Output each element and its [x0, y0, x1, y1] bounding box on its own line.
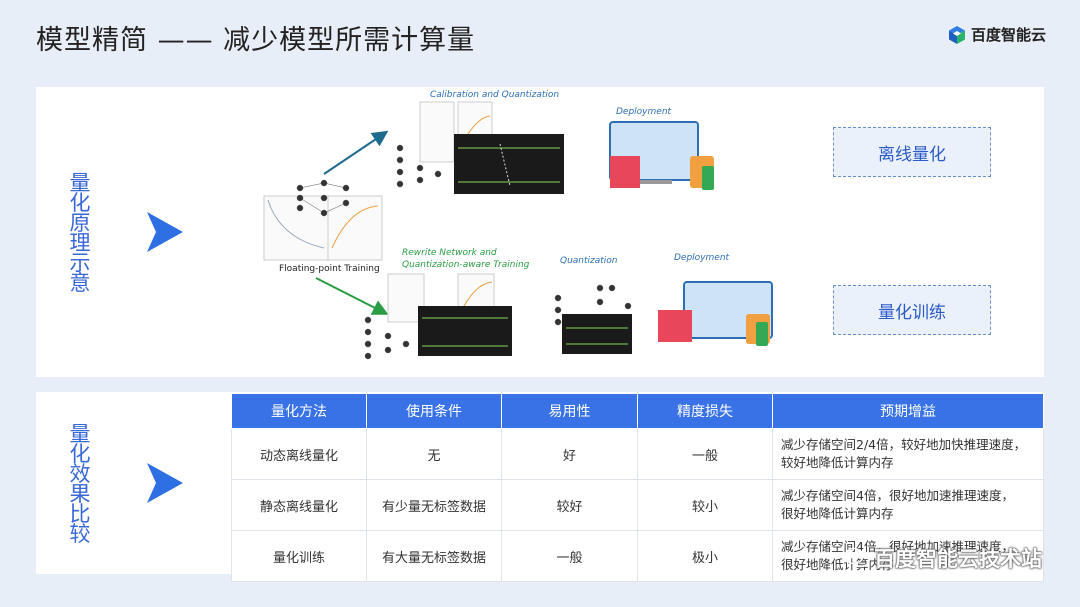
table-cell: 减少存储空间4倍，很好地加速推理速度， 很好地降低计算内存	[772, 479, 1044, 531]
caption-rewrite-2: Quantization-aware Training	[402, 260, 530, 270]
brand-logo: 百度智能云	[947, 24, 1046, 45]
caption-deployment: Deployment	[616, 107, 672, 117]
offline-quantization-box: 离线量化	[833, 127, 991, 177]
label-char: 理	[69, 231, 91, 255]
caption-floating: Floating-point Training	[279, 264, 380, 274]
table-cell: 较好	[501, 479, 638, 531]
table-cell: 减少存储空间2/4倍，较好地加快推理速度， 较好地降低计算内存	[772, 428, 1044, 480]
label-char: 原	[69, 211, 91, 235]
watermark-text: 百度智能云技术站	[874, 547, 1042, 571]
label-char: 较	[69, 522, 91, 546]
chevron-right-icon	[147, 212, 183, 252]
table-cell: 极小	[637, 530, 773, 582]
qat-panel	[418, 306, 512, 356]
table-header: 使用条件	[366, 393, 502, 429]
table-cell: 减少存储空间4倍，很好地加速推理速度， 很好地降低计算内存	[772, 530, 1044, 582]
table-row: 量化训练 有大量无标签数据 一般 极小 减少存储空间4倍，很好地加速推理速度， 很…	[231, 530, 1044, 582]
gain-line: 较好地降低计算内存	[781, 455, 894, 470]
gain-line: 减少存储空间4倍，很好地加速推理速度，	[781, 539, 1014, 554]
table-cell: 一般	[501, 530, 638, 582]
table-header: 量化方法	[231, 393, 367, 429]
table-cell: 有少量无标签数据	[366, 479, 502, 531]
label-char: 量	[69, 422, 91, 446]
table-row: 静态离线量化 有少量无标签数据 较好 较小 减少存储空间4倍，很好地加速推理速度…	[231, 479, 1044, 531]
calibration-panel	[454, 134, 564, 194]
wechat-icon	[844, 547, 870, 568]
table-cell: 动态离线量化	[231, 428, 367, 480]
neural-network-icon	[296, 179, 350, 217]
training-plot	[263, 195, 329, 261]
table-cell: 有大量无标签数据	[366, 530, 502, 582]
table-header-row: 量化方法 使用条件 易用性 精度损失 预期增益	[231, 393, 1044, 429]
gain-line: 减少存储空间2/4倍，较好地加快推理速度，	[781, 437, 1027, 452]
table-header: 易用性	[501, 393, 638, 429]
caption-rewrite-1: Rewrite Network and	[402, 248, 497, 258]
table-cell: 静态离线量化	[231, 479, 367, 531]
gain-line: 很好地降低计算内存	[781, 557, 894, 572]
cube-logo-icon	[948, 25, 965, 44]
label-char: 效	[69, 462, 91, 486]
quantization-panel	[562, 314, 632, 354]
label-char: 比	[69, 502, 91, 526]
table-cell: 无	[366, 428, 502, 480]
label-char: 果	[69, 482, 91, 506]
quantization-training-box: 量化训练	[833, 285, 991, 335]
page-title: 模型精简 —— 减少模型所需计算量	[36, 25, 476, 56]
table-header: 预期增益	[772, 393, 1044, 429]
label-char: 量	[69, 171, 91, 195]
watermark: 百度智能云技术站	[844, 543, 1042, 573]
label-char: 意	[69, 271, 91, 295]
quantization-flow-diagram	[263, 101, 773, 360]
chevron-right-icon	[147, 463, 183, 503]
label-char: 化	[69, 442, 91, 466]
label-char: 示	[69, 251, 91, 275]
principle-label: 量 化 原 理 示 意	[66, 171, 94, 295]
caption-quantization: Quantization	[560, 256, 618, 266]
gain-line: 减少存储空间4倍，很好地加速推理速度，	[781, 488, 1014, 503]
gain-line: 很好地降低计算内存	[781, 506, 894, 521]
comparison-label: 量 化 效 果 比 较	[66, 422, 94, 546]
label-char: 化	[69, 191, 91, 215]
caption-calibration: Calibration and Quantization	[430, 90, 560, 100]
accuracy-plot	[327, 195, 383, 261]
table-header: 精度损失	[637, 393, 773, 429]
table-cell: 较小	[637, 479, 773, 531]
caption-deployment: Deployment	[674, 253, 730, 263]
table-row: 动态离线量化 无 好 一般 减少存储空间2/4倍，较好地加快推理速度， 较好地降低…	[231, 428, 1044, 480]
comparison-table: 量化方法 使用条件 易用性 精度损失 预期增益 动态离线量化 无 好 一般 减少…	[231, 393, 1044, 582]
brand-name: 百度智能云	[970, 26, 1046, 44]
table-cell: 好	[501, 428, 638, 480]
table-cell: 量化训练	[231, 530, 367, 582]
table-cell: 一般	[637, 428, 773, 480]
